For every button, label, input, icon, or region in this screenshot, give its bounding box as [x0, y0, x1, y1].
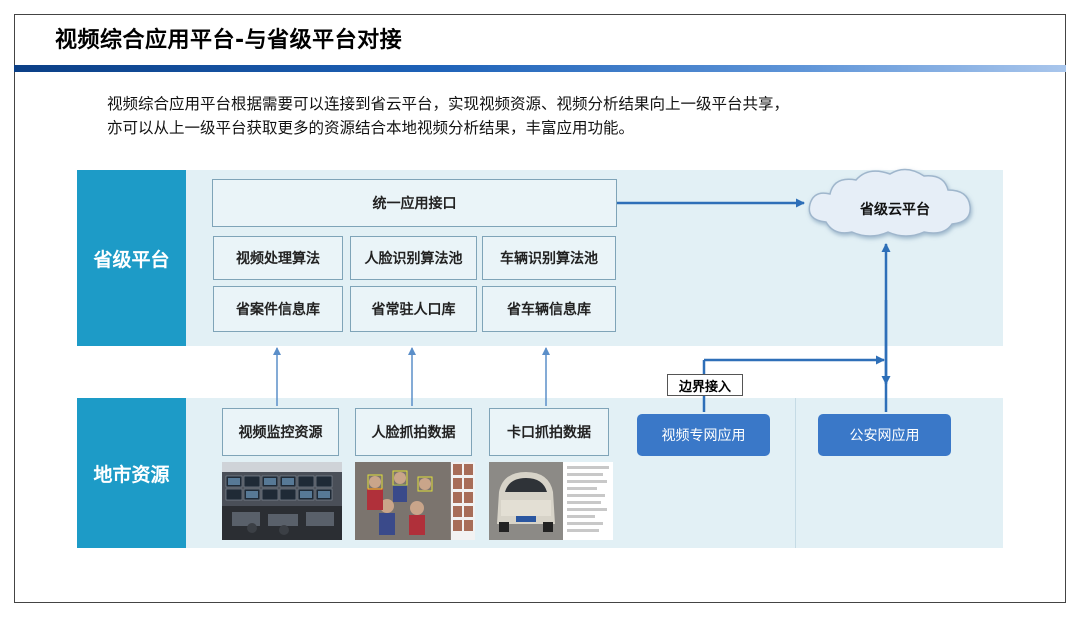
local-label: 地市资源: [77, 398, 186, 548]
database-box-case: 省案件信息库: [213, 286, 343, 332]
face-capture-photo: [355, 462, 475, 540]
database-box-population: 省常驻人口库: [350, 286, 477, 332]
private-network-app-button: 视频专网应用: [637, 414, 770, 456]
description-line-1: 视频综合应用平台根据需要可以连接到省云平台，实现视频资源、视频分析结果向上一级平…: [107, 95, 790, 113]
algorithm-box-vehicle: 车辆识别算法池: [482, 236, 616, 280]
source-box-face-capture: 人脸抓拍数据: [355, 408, 472, 456]
algorithm-box-video: 视频处理算法: [213, 236, 343, 280]
checkpoint-vehicle-photo: [489, 462, 613, 540]
provincial-cloud-icon: [808, 168, 971, 237]
public-security-app-button: 公安网应用: [818, 414, 951, 456]
title-underline-bar: [14, 65, 1066, 72]
unified-api-box: 统一应用接口: [212, 179, 617, 227]
surveillance-wall-photo: [222, 462, 342, 540]
slide-frame: [14, 14, 1066, 603]
description: 视频综合应用平台根据需要可以连接到省云平台，实现视频资源、视频分析结果向上一级平…: [107, 92, 1007, 140]
database-box-vehicle: 省车辆信息库: [482, 286, 616, 332]
edge-access-label: 边界接入: [667, 374, 743, 396]
slide-title: 视频综合应用平台-与省级平台对接: [55, 28, 403, 53]
source-box-checkpoint-capture: 卡口抓拍数据: [489, 408, 609, 456]
local-band-divider: [795, 398, 796, 548]
source-box-video-surveillance: 视频监控资源: [222, 408, 339, 456]
provincial-label: 省级平台: [77, 170, 186, 346]
algorithm-box-face: 人脸识别算法池: [350, 236, 477, 280]
description-line-2: 亦可以从上一级平台获取更多的资源结合本地视频分析结果，丰富应用功能。: [107, 119, 635, 137]
provincial-cloud-label: 省级云平台: [860, 202, 930, 218]
